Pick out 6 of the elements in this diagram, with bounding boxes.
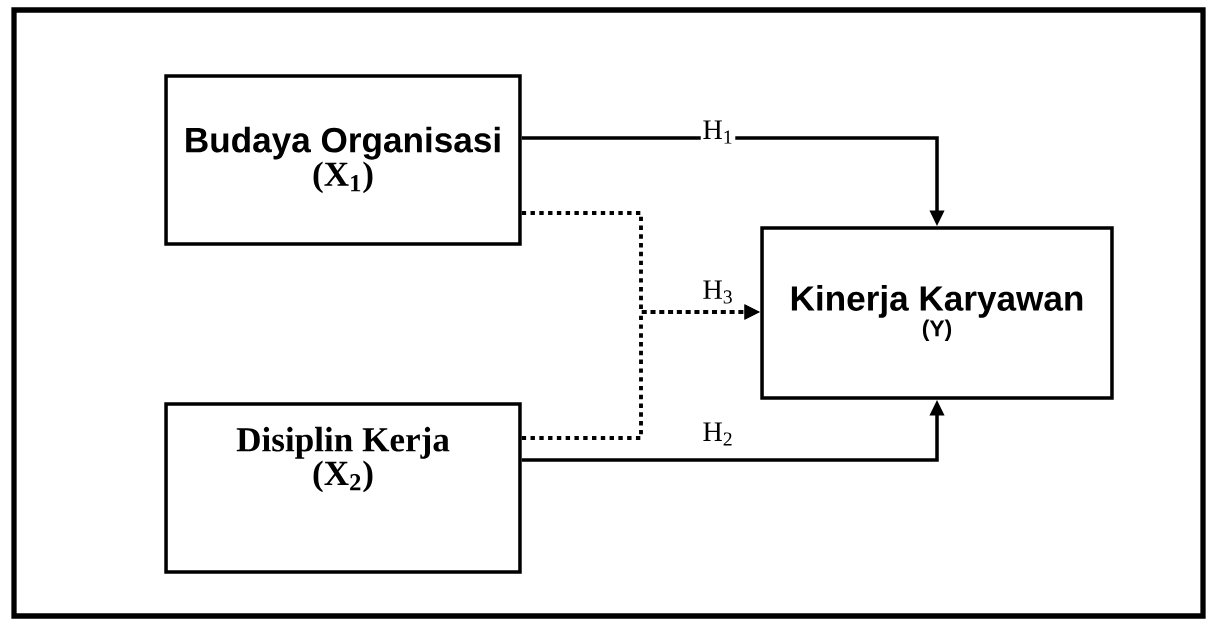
variable-box: Kinerja Karyawan (Y) (760, 226, 1114, 400)
variable-box: Disiplin Kerja (X$_{2}$) (164, 402, 522, 574)
variable-box: Budaya Organisasi (X$_{1}$) (164, 74, 522, 246)
edge-label: H$_{3}$ (700, 278, 736, 306)
edge-label: H$_{1}$ (700, 118, 736, 146)
edge-label: H$_{2}$ (700, 420, 736, 448)
